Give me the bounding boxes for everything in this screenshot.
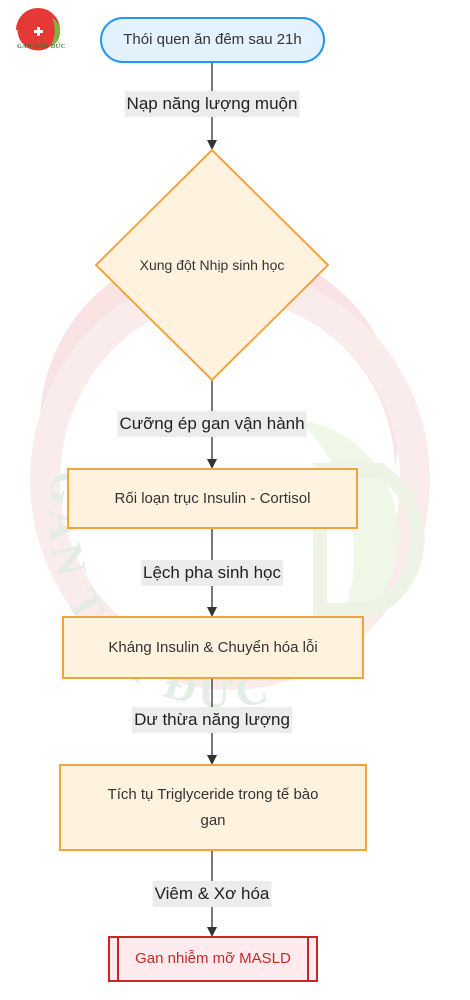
brand-logo bbox=[14, 8, 62, 54]
decision-node-shape bbox=[94, 148, 330, 382]
step1-node-label[interactable]: Rối loạn trục Insulin - Cortisol bbox=[114, 489, 311, 507]
step1-node-shape bbox=[67, 468, 358, 529]
step3-node-label[interactable]: Tích tụ Triglyceride trong tế bào gan bbox=[107, 785, 319, 829]
decision-node-label[interactable]: Xung đột Nhịp sinh học bbox=[139, 257, 285, 273]
start-node-shape bbox=[100, 17, 325, 63]
edge-label-1: Nạp năng lượng muộn bbox=[124, 91, 300, 117]
end-node-shape bbox=[108, 936, 318, 982]
step3-node-shape bbox=[59, 764, 367, 851]
step2-node-label[interactable]: Kháng Insulin & Chuyển hóa lỗi bbox=[108, 638, 318, 656]
start-node-label[interactable]: Thói quen ăn đêm sau 21h bbox=[123, 31, 302, 48]
edge-label-3: Lệch pha sinh học bbox=[141, 560, 283, 586]
edge-label-2: Cưỡng ép gan vận hành bbox=[117, 411, 307, 437]
end-node-label[interactable]: Gan nhiễm mỡ MASLD bbox=[135, 950, 291, 967]
edge-label-4: Dư thừa năng lượng bbox=[132, 707, 292, 733]
edge-label-5: Viêm & Xơ hóa bbox=[152, 881, 272, 907]
step2-node-shape bbox=[62, 616, 364, 679]
logo-text: GAN TAM ĐỨC bbox=[17, 44, 66, 50]
